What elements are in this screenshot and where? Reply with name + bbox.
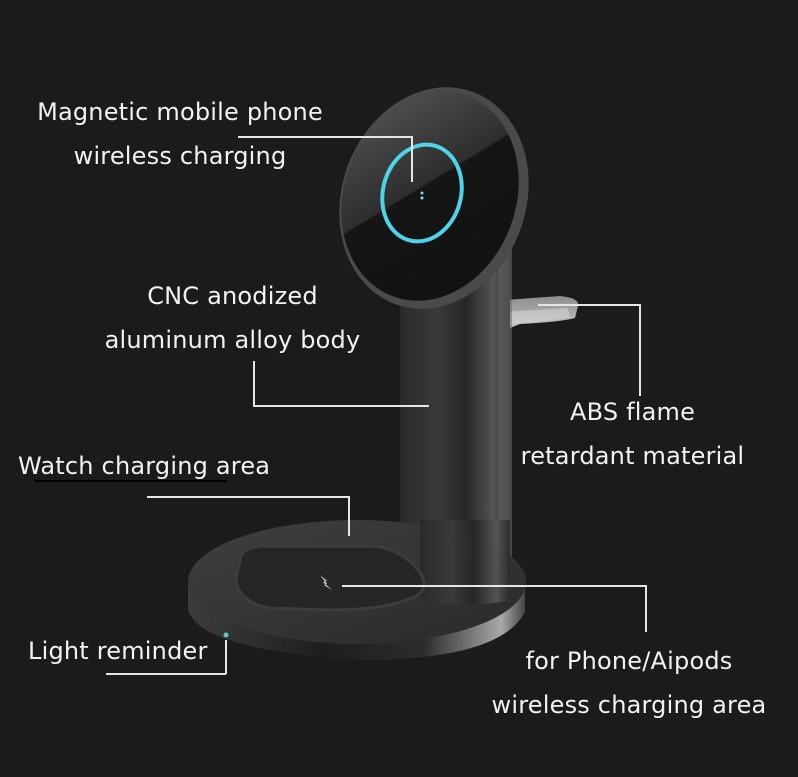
lightning-bolt-icon xyxy=(320,575,332,590)
callout-line: Magnetic mobile phone xyxy=(37,98,323,126)
leader-pad-v xyxy=(645,585,647,632)
callout-aluminum-body: CNC anodized aluminum alloy body xyxy=(100,274,365,362)
watch-label-underline xyxy=(35,480,227,482)
leader-magnetic-h xyxy=(238,136,412,138)
callout-line: Watch charging area xyxy=(18,452,271,480)
callout-abs-material: ABS flame retardant material xyxy=(515,390,750,478)
wireless-charging-ring-icon xyxy=(380,142,464,244)
aluminum-pole xyxy=(400,245,510,560)
leader-watch-h xyxy=(147,496,349,498)
leader-watch-v xyxy=(348,496,350,536)
leader-abs-v xyxy=(639,304,641,396)
callout-watch-area: Watch charging area xyxy=(18,444,278,488)
leader-light-h xyxy=(106,673,226,675)
leader-body-v xyxy=(253,361,255,405)
leader-pad-h xyxy=(342,585,646,587)
leader-body-h xyxy=(253,405,429,407)
callout-magnetic-charging: Magnetic mobile phone wireless charging xyxy=(30,90,330,178)
callout-line: CNC anodized xyxy=(147,282,318,310)
callout-line: Light reminder xyxy=(28,637,208,665)
indicator-light xyxy=(223,632,229,638)
callout-line: retardant material xyxy=(520,442,745,470)
callout-line: for Phone/Aipods xyxy=(525,647,733,675)
callout-line: aluminum alloy body xyxy=(104,326,361,354)
leader-light-v xyxy=(225,640,227,674)
callout-pad-area: for Phone/Aipods wireless charging area xyxy=(488,639,770,727)
pad-recess xyxy=(234,544,426,612)
leader-magnetic-v xyxy=(411,136,413,182)
leader-abs-h xyxy=(538,304,640,306)
callout-line: wireless charging xyxy=(73,142,287,170)
callout-line: wireless charging area xyxy=(491,691,767,719)
callout-line: ABS flame xyxy=(569,398,696,426)
abs-shelf xyxy=(505,296,579,330)
callout-light-reminder: Light reminder xyxy=(28,629,218,673)
magnetic-charger-disc xyxy=(339,87,529,309)
